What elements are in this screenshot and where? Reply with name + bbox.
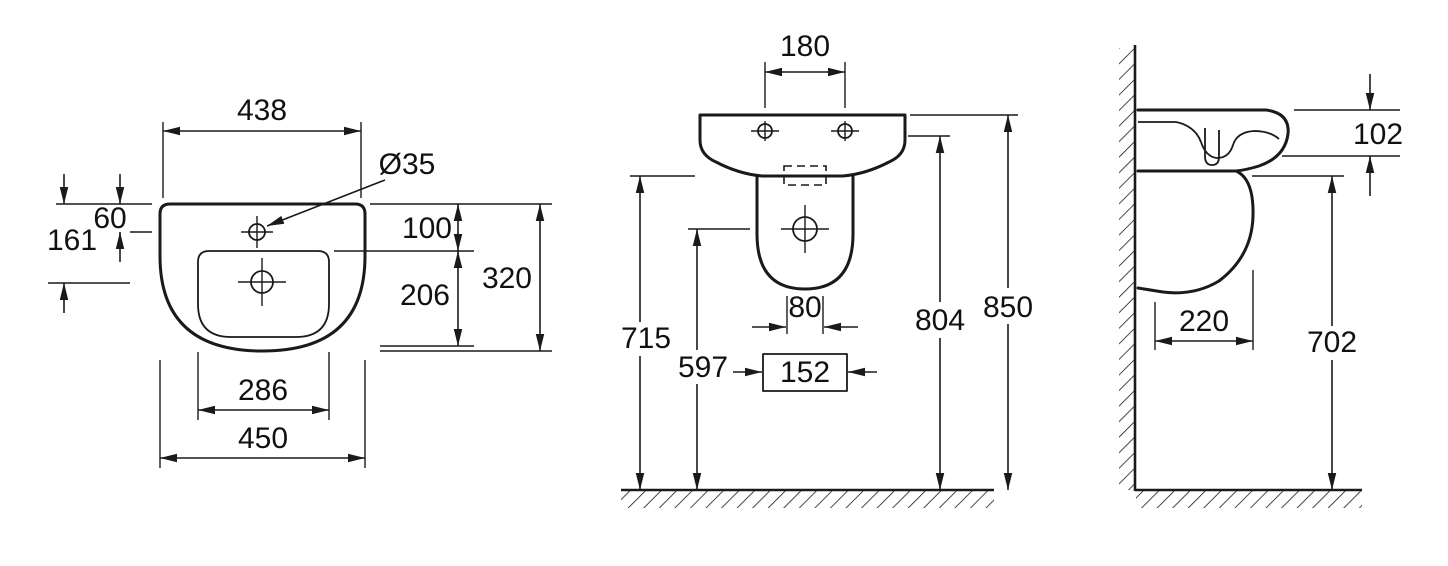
dim-438: 438 <box>162 94 362 198</box>
dim-plan-overall-depth: 320 <box>482 262 532 295</box>
dim-plan-drain-offset: 161 <box>47 224 97 257</box>
plan-drain <box>238 258 286 306</box>
dim-850: 850 <box>910 114 1033 490</box>
side-basin-interior <box>1138 121 1280 159</box>
dim-152: 152 <box>733 353 877 392</box>
dim-side-pedestal-depth: 220 <box>1179 305 1229 338</box>
dim-plan-bowl-width: 286 <box>238 374 288 407</box>
floor-front-hatch <box>621 491 994 508</box>
dim-plan-rim-width: 438 <box>237 94 287 127</box>
dim-100: 100 <box>334 203 552 252</box>
dim-702: 702 <box>1252 175 1357 490</box>
dim-715: 715 <box>621 175 695 490</box>
floor-side-hatch <box>1136 491 1362 508</box>
plan-inner-bowl <box>197 250 330 338</box>
plan-basin-outline <box>158 202 367 353</box>
dim-plan-bowl-depth: 206 <box>400 279 450 312</box>
front-view: 180 80 152 715 597 <box>621 30 1033 508</box>
dim-front-trap-width: 80 <box>788 291 821 324</box>
dim-front-pedestal-width: 152 <box>780 356 830 389</box>
dim-206: 206 <box>380 251 474 347</box>
front-basin-outline <box>698 113 907 178</box>
dim-side-height-702: 702 <box>1307 326 1357 359</box>
dim-220: 220 <box>1154 270 1254 350</box>
dim-front-height-drain: 597 <box>678 351 728 384</box>
dim-804: 804 <box>908 135 965 490</box>
side-basin-outline <box>1136 108 1290 173</box>
dim-450: 450 <box>159 360 366 468</box>
dim-80: 80 <box>752 291 858 334</box>
dim-161: 161 <box>47 174 130 313</box>
front-pedestal <box>755 174 855 291</box>
dim-front-hole-spacing: 180 <box>780 30 830 63</box>
dim-102: 102 <box>1282 74 1403 196</box>
dim-597: 597 <box>678 228 750 490</box>
side-faucet-hole-section <box>1204 128 1220 166</box>
plan-faucet-hole <box>241 216 273 248</box>
side-view: 102 220 702 <box>1119 45 1403 508</box>
dim-320: 320 <box>380 204 552 352</box>
dim-front-height-fixing-holes: 804 <box>915 304 965 337</box>
dim-plan-faucet-hole-diameter: Ø35 <box>379 148 436 181</box>
front-fixing-detail <box>783 165 827 186</box>
dim-60: 60 <box>56 174 152 262</box>
front-mounting-hole-right <box>831 121 859 141</box>
dim-plan-bowl-front-offset: 100 <box>402 212 452 245</box>
dim-front-height-underside: 715 <box>621 322 671 355</box>
dim-front-height-rim: 850 <box>983 291 1033 324</box>
plan-view: 438 Ø35 60 161 100 206 <box>47 94 552 468</box>
dim-side-rim-thickness: 102 <box>1353 118 1403 151</box>
floor-front <box>621 488 994 508</box>
front-drain <box>781 205 829 253</box>
dim-plan-faucet-offset: 60 <box>93 202 126 235</box>
front-mounting-hole-left <box>751 121 779 141</box>
dim-286: 286 <box>197 352 330 420</box>
label-faucet-diameter: Ø35 <box>266 148 436 227</box>
dim-180: 180 <box>764 30 846 108</box>
dim-plan-overall-width: 450 <box>238 422 288 455</box>
floor-side <box>1135 488 1362 508</box>
side-pedestal <box>1136 169 1255 295</box>
wall-hatch <box>1119 48 1135 490</box>
